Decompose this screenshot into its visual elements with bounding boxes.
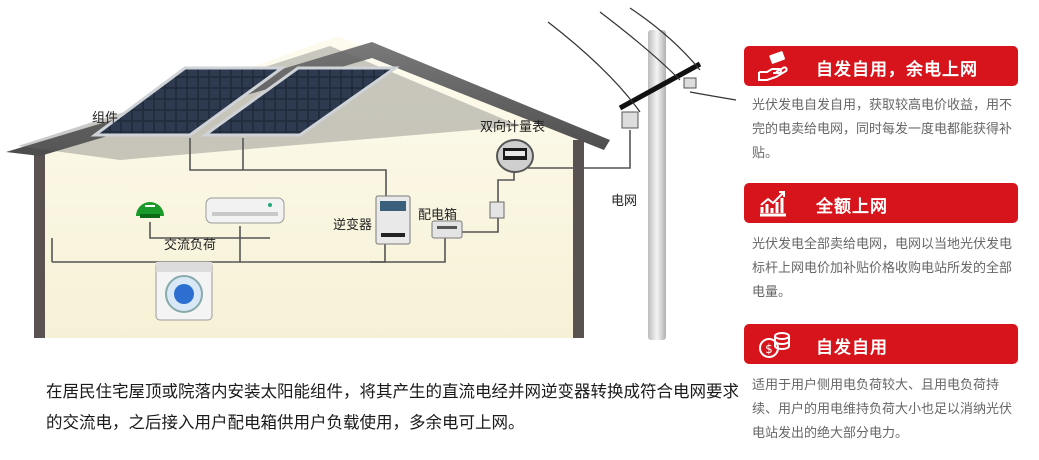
- light-fixture: [136, 202, 164, 218]
- money-hand-icon: [758, 51, 788, 81]
- system-description: 在居民住宅屋顶或院落内安装太阳能组件，将其产生的直流电经并网逆变器转换成符合电网…: [46, 382, 739, 432]
- label-inverter: 逆变器: [333, 218, 373, 233]
- label-grid: 电网: [611, 194, 638, 209]
- mode-text-self-use: 适用于用户侧用电负荷较大、且用电负荷持续、用户的用电维持负荷大小也足以消纳光伏电…: [752, 378, 1013, 441]
- mode-text-full-grid: 光伏发电全部卖给电网，电网以当地光伏发电标杆上网电价加补贴价格收购电站所发的全部…: [752, 237, 1013, 300]
- chart-up-icon: [760, 191, 786, 217]
- distribution-box-device: [431, 201, 505, 239]
- washing-machine: [155, 261, 213, 321]
- inverter-box: [375, 195, 411, 245]
- mode-title: 全额上网: [816, 197, 888, 217]
- svg-text:$: $: [765, 342, 773, 356]
- utility-pole: [547, 7, 737, 340]
- mode-header-full-grid: 全额上网: [744, 183, 1018, 223]
- house-diagram-svg: [6, 7, 737, 340]
- coin-stack-icon: $: [759, 332, 790, 358]
- air-conditioner: [205, 197, 285, 224]
- label-distribution-box: 配电箱: [418, 208, 458, 223]
- bidirectional-meter: [496, 139, 534, 173]
- pv-system-diagram: 组件 双向计量表 电网 逆变器 配电箱 交流负荷: [6, 7, 737, 340]
- mode-title: 自发自用: [816, 338, 888, 358]
- mode-title: 自发自用，余电上网: [816, 60, 978, 80]
- mode-header-self-use-surplus: 自发自用，余电上网: [744, 46, 1018, 86]
- solar-panels: [90, 66, 400, 137]
- label-modules: 组件: [92, 111, 119, 126]
- mode-text-self-use-surplus: 光伏发电自发自用，获取较高电价收益，用不完的电卖给电网，同时每发一度电都能获得补…: [752, 98, 1013, 161]
- mode-header-self-use: $ 自发自用: [744, 324, 1018, 364]
- label-ac-load: 交流负荷: [164, 238, 217, 253]
- label-meter: 双向计量表: [480, 120, 546, 135]
